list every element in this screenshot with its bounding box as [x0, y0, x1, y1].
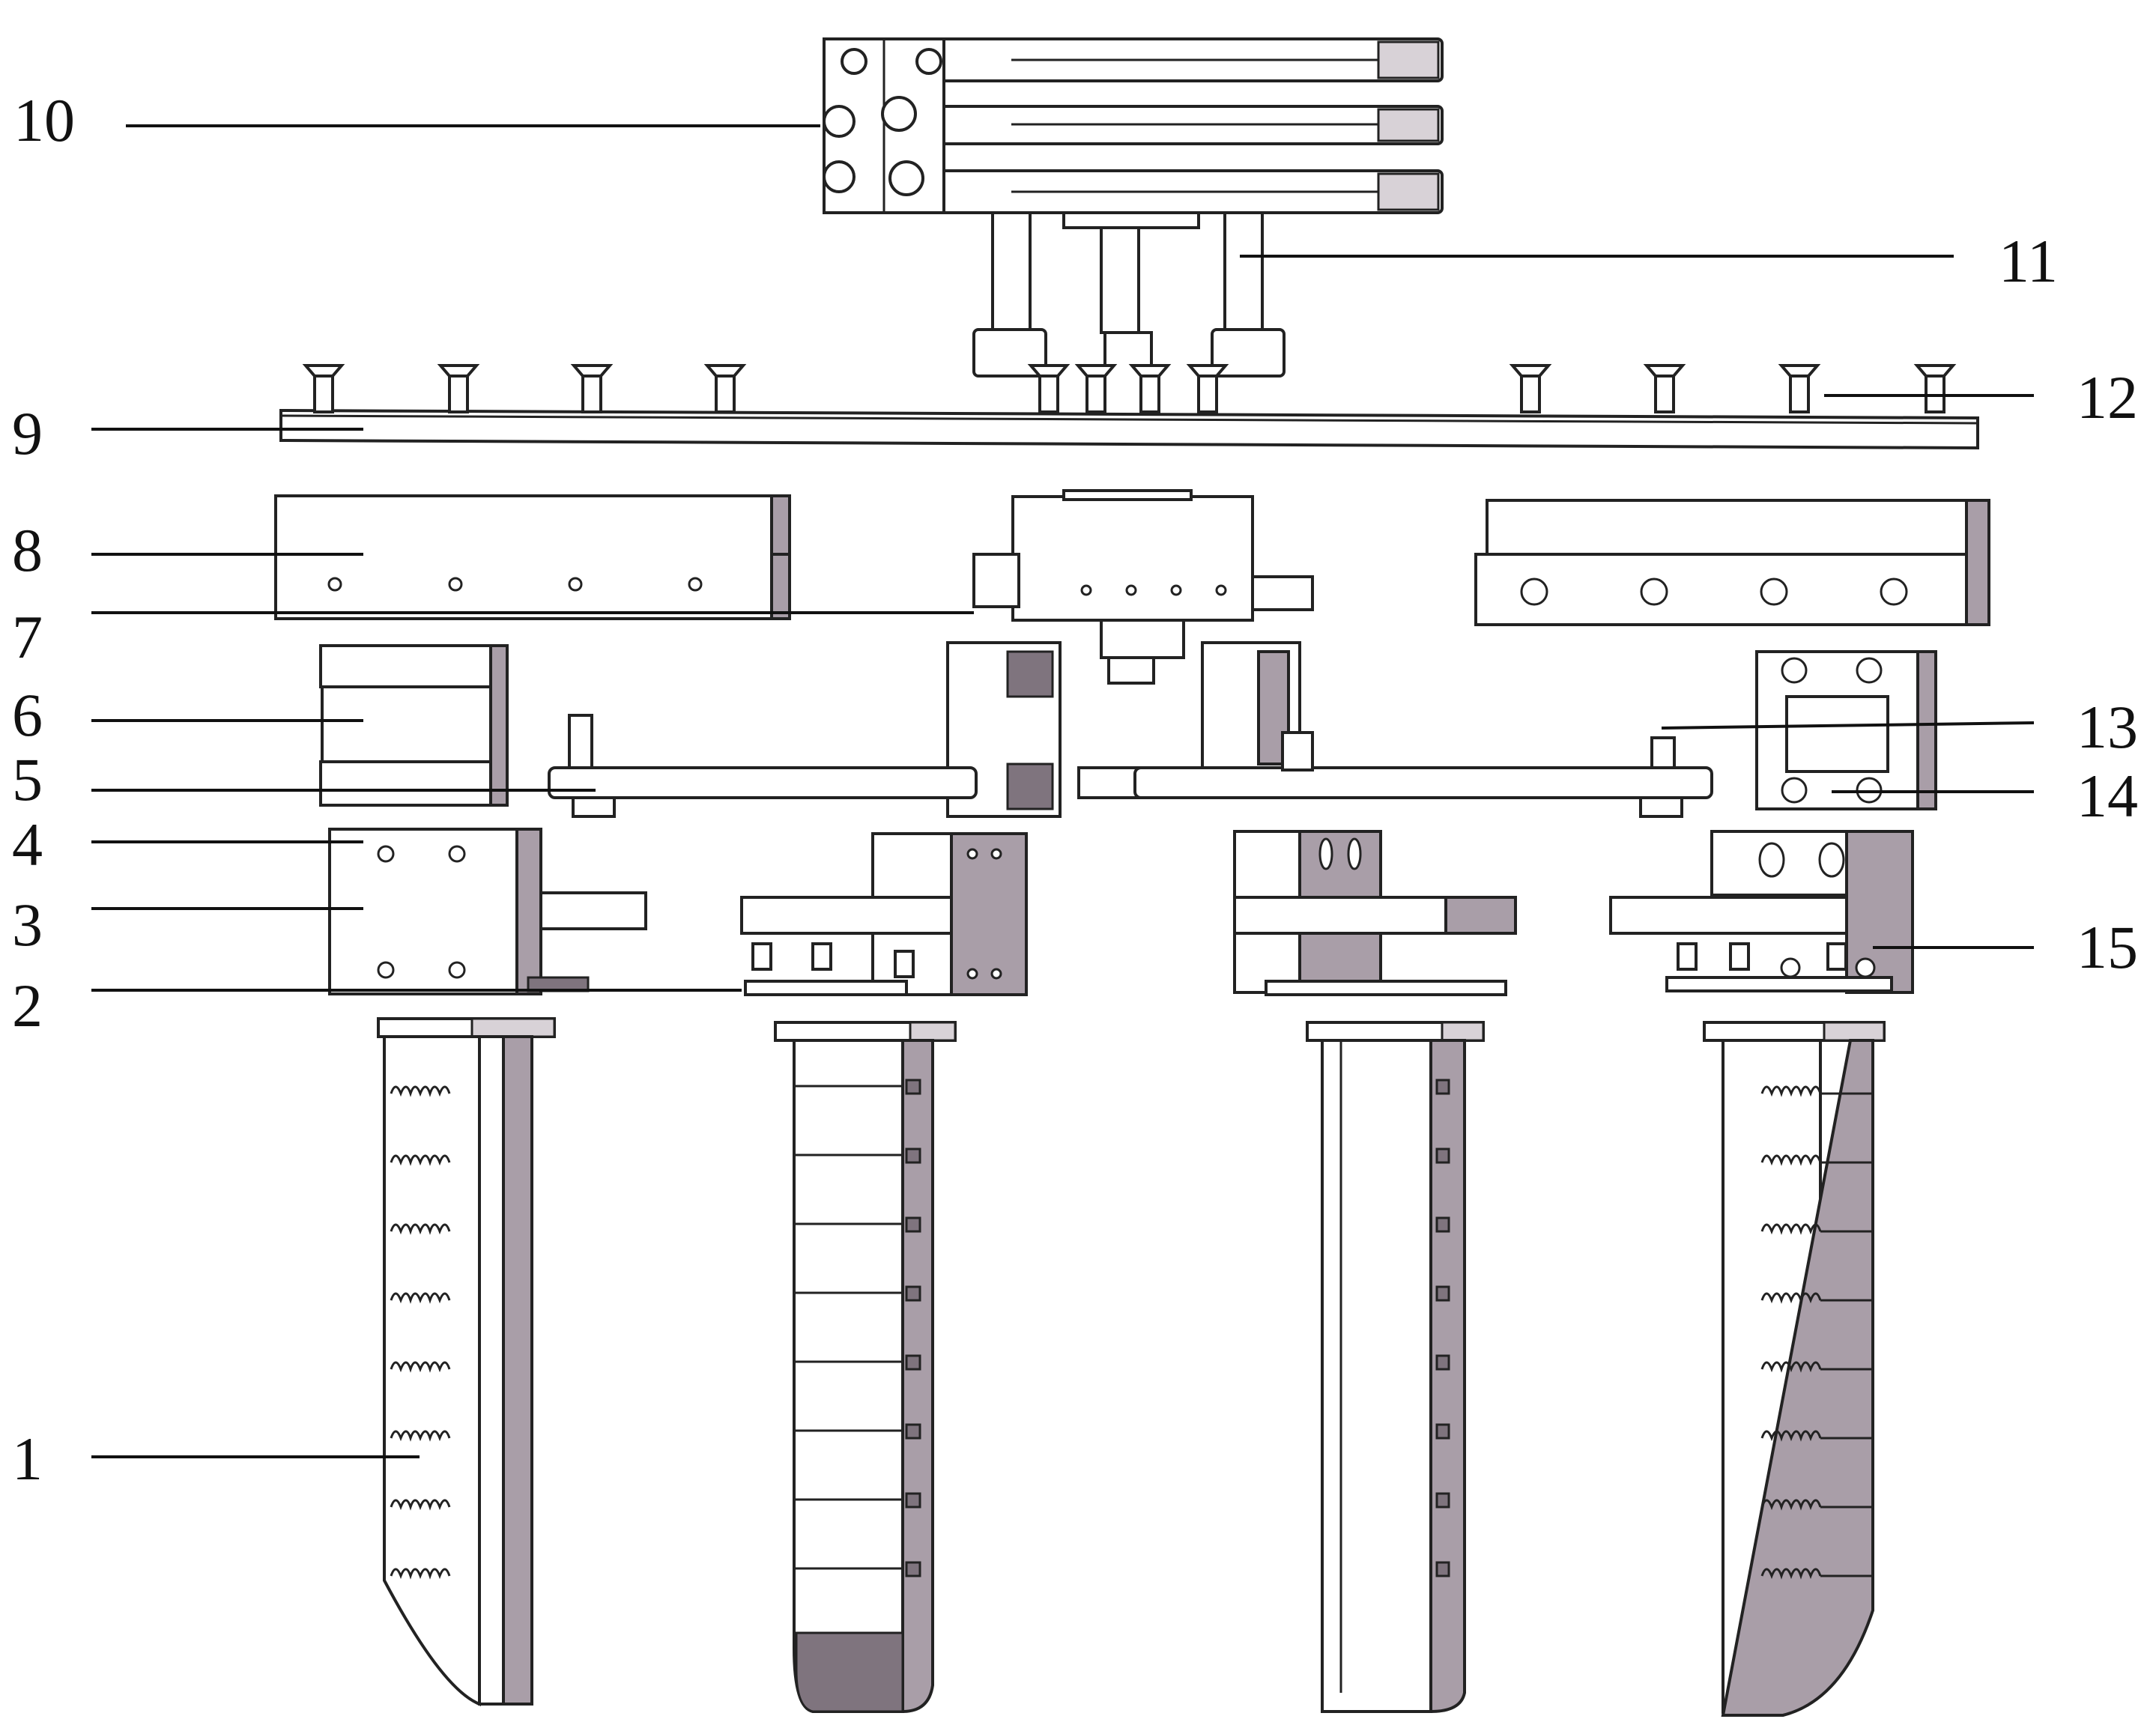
screw-4	[703, 364, 747, 413]
chamber-d-6	[1760, 1430, 1873, 1442]
callout-2: 2	[12, 971, 43, 1040]
support-block-2-left	[740, 832, 1028, 996]
pneumatic-cylinder-assembly	[823, 37, 1444, 416]
callout-10: 10	[13, 86, 75, 154]
chamber-a-4	[390, 1292, 451, 1304]
chamber-a-3	[390, 1223, 451, 1235]
chamber-a-5	[390, 1361, 451, 1373]
chamber-b-8	[794, 1561, 921, 1577]
guide-bar-8-right	[1474, 499, 1990, 626]
leader-13	[1661, 721, 2035, 730]
screw-2	[437, 364, 480, 413]
connecting-link-5	[548, 714, 1163, 818]
soft-finger-1	[377, 1017, 556, 1706]
chamber-b-6	[794, 1423, 921, 1440]
chamber-a-2	[390, 1154, 451, 1166]
chamber-d-5	[1760, 1361, 1873, 1373]
central-actuator-7	[946, 489, 1314, 818]
callout-7: 7	[12, 603, 43, 671]
screw-5	[1027, 364, 1071, 413]
chamber-b-3	[794, 1216, 921, 1233]
callout-3: 3	[12, 891, 43, 959]
callout-11: 11	[1999, 227, 2058, 295]
support-block-3	[328, 828, 647, 995]
chamber-d-8	[1760, 1568, 1873, 1580]
chamber-b-2	[794, 1148, 921, 1164]
soft-finger-3	[1306, 1021, 1485, 1714]
support-block-2-right	[1233, 830, 1517, 996]
clamp-block-6	[319, 644, 509, 807]
chamber-b-5	[794, 1354, 921, 1371]
callout-12: 12	[2077, 363, 2138, 431]
screw-8	[1186, 364, 1229, 413]
guide-bar-8-left	[274, 494, 791, 620]
screw-6	[1074, 364, 1118, 413]
countersunk-screws-12	[302, 364, 1957, 413]
support-block-15	[1609, 830, 1914, 994]
chamber-c-8	[1435, 1561, 1450, 1577]
callout-13: 13	[2077, 693, 2138, 761]
screw-10	[1643, 364, 1686, 413]
soft-finger-2	[774, 1021, 957, 1714]
chamber-a-8	[390, 1568, 451, 1580]
chamber-b-4	[794, 1285, 921, 1302]
callout-6: 6	[12, 681, 43, 749]
chamber-c-3	[1435, 1216, 1450, 1233]
chamber-c-5	[1435, 1354, 1450, 1371]
chamber-d-3	[1760, 1223, 1873, 1235]
chamber-d-2	[1760, 1154, 1873, 1166]
leader-lines	[91, 124, 2035, 1458]
callout-9: 9	[12, 399, 43, 467]
callout-1: 1	[12, 1425, 43, 1493]
chamber-a-1	[390, 1085, 451, 1097]
chamber-c-1	[1435, 1079, 1450, 1095]
chamber-c-6	[1435, 1423, 1450, 1440]
screw-11	[1778, 364, 1821, 413]
callout-4: 4	[12, 810, 43, 879]
chamber-a-6	[390, 1430, 451, 1442]
callout-5: 5	[12, 745, 43, 813]
chamber-d-7	[1760, 1499, 1873, 1511]
clamp-block-14	[1755, 650, 1937, 810]
chamber-d-1	[1760, 1085, 1873, 1097]
chamber-b-7	[794, 1492, 921, 1509]
connecting-link-right	[1133, 731, 1713, 818]
chamber-d-4	[1760, 1292, 1873, 1304]
screw-1	[302, 364, 345, 413]
screw-12	[1913, 364, 1957, 413]
callout-15: 15	[2077, 913, 2138, 981]
finger-chamber-details	[390, 1079, 1873, 1580]
soft-finger-4	[1703, 1021, 1886, 1717]
callout-14: 14	[2077, 762, 2138, 830]
chamber-c-7	[1435, 1492, 1450, 1509]
screw-3	[570, 364, 614, 413]
chamber-c-4	[1435, 1285, 1450, 1302]
callout-labels: 10 11 12 9 8 7 6 5 4 3 2 1 13 14 15	[12, 86, 2138, 1493]
screw-9	[1509, 364, 1552, 413]
screw-7	[1128, 364, 1172, 413]
chamber-b-1	[794, 1079, 921, 1095]
chamber-a-7	[390, 1499, 451, 1511]
callout-8: 8	[12, 516, 43, 584]
base-plate-9	[279, 408, 1979, 450]
chamber-c-2	[1435, 1148, 1450, 1164]
